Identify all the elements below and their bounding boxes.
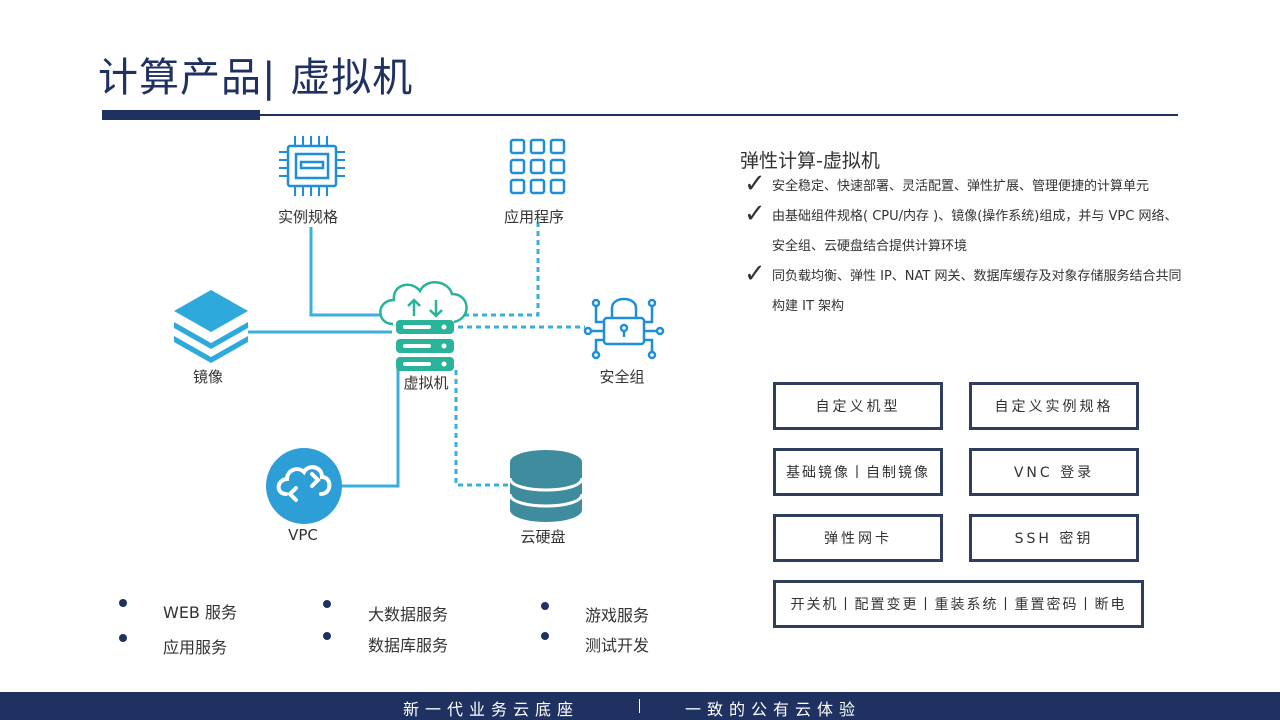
layers-icon	[174, 290, 248, 363]
panel-title: 弹性计算-虚拟机	[740, 150, 880, 172]
footer-separator	[639, 699, 640, 713]
app-grid-icon	[509, 138, 566, 195]
feature-list: ✓ 安全稳定、快速部署、灵活配置、弹性扩展、管理便捷的计算单元 ✓ 由基础组件规…	[744, 169, 1184, 322]
vpc-icon	[266, 448, 342, 524]
feature-text: 由基础组件规格( CPU/内存 )、镜像(操作系统)组成，并与 VPC 网络、安…	[772, 209, 1178, 254]
feature-item: ✓ 同负载均衡、弹性 IP、NAT 网关、数据库缓存及对象存储服务结合共同构建 …	[744, 259, 1184, 322]
elastic-nic-button[interactable]: 弹性网卡	[773, 514, 943, 562]
solid-connectors	[248, 227, 400, 488]
checkmark-icon: ✓	[744, 169, 766, 199]
service-item: 大数据服务	[368, 605, 449, 624]
node-label-vpc: VPC	[288, 526, 318, 544]
custom-type-button[interactable]: 自定义机型	[773, 382, 943, 430]
cloud-server-icon	[379, 281, 468, 371]
bullet-icon	[323, 632, 331, 640]
connector-spec-vm	[309, 227, 395, 317]
checkmark-icon: ✓	[744, 259, 766, 289]
title-underline-bar	[102, 110, 260, 120]
feature-text: 同负载均衡、弹性 IP、NAT 网关、数据库缓存及对象存储服务结合共同构建 IT…	[772, 269, 1182, 314]
lock-icon	[583, 297, 665, 360]
checkmark-icon: ✓	[744, 199, 766, 229]
ssh-key-button[interactable]: SSH 密钥	[969, 514, 1139, 562]
connector-vm-disk	[454, 370, 512, 487]
bullet-icon	[119, 599, 127, 607]
node-label-vm: 虚拟机	[403, 374, 449, 392]
footer-left-slogan: 新一代业务云底座	[403, 700, 580, 719]
page-title: 计算产品| 虚拟机	[98, 55, 414, 101]
bullet-icon	[119, 634, 127, 642]
title-divider	[260, 114, 1178, 116]
node-label-security-group: 安全组	[599, 368, 645, 386]
dashed-connectors	[454, 222, 585, 487]
feature-item: ✓ 安全稳定、快速部署、灵活配置、弹性扩展、管理便捷的计算单元	[744, 169, 1184, 202]
node-label-instance-spec: 实例规格	[277, 208, 339, 226]
database-icon	[508, 450, 584, 522]
chip-icon	[279, 136, 345, 196]
footer-right-slogan: 一致的公有云体验	[685, 700, 862, 719]
images-button[interactable]: 基础镜像丨自制镜像	[773, 448, 943, 496]
operations-button[interactable]: 开关机丨配置变更丨重装系统丨重置密码丨断电	[773, 580, 1144, 628]
service-item: 游戏服务	[585, 606, 650, 625]
custom-spec-button[interactable]: 自定义实例规格	[969, 382, 1139, 430]
architecture-diagram	[174, 136, 665, 524]
vnc-login-button[interactable]: VNC 登录	[969, 448, 1139, 496]
bullet-icon	[541, 632, 549, 640]
service-item: WEB 服务	[163, 603, 237, 622]
connector-app-vm	[462, 222, 540, 317]
bullet-icon	[541, 602, 549, 610]
connector-vpc-vm	[342, 368, 400, 488]
feature-text: 安全稳定、快速部署、灵活配置、弹性扩展、管理便捷的计算单元	[772, 179, 1150, 194]
feature-item: ✓ 由基础组件规格( CPU/内存 )、镜像(操作系统)组成，并与 VPC 网络…	[744, 199, 1184, 262]
service-item: 数据库服务	[368, 636, 449, 655]
node-label-application: 应用程序	[503, 208, 565, 226]
node-label-cloud-disk: 云硬盘	[520, 528, 566, 546]
service-item: 测试开发	[585, 636, 650, 655]
node-label-image: 镜像	[192, 368, 224, 386]
footer-bar: 新一代业务云底座 一致的公有云体验	[0, 692, 1280, 720]
service-item: 应用服务	[163, 638, 228, 657]
bullet-icon	[323, 600, 331, 608]
